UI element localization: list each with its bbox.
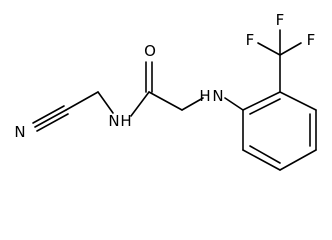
ch2-to-amine-n-bond — [181, 97, 204, 111]
ring-inner-double-bond-1 — [249, 98, 281, 115]
trifluoromethyl-group — [257, 29, 302, 93]
nitrile-triple-bond-1 — [32, 105, 65, 124]
amide-group — [130, 61, 204, 117]
ring-inner-double-bond-3 — [249, 145, 281, 164]
ring-bond-5 — [242, 149, 281, 171]
amide-n-to-carbonyl-bond — [130, 91, 150, 117]
carbonyl-to-ch2-bond — [148, 91, 183, 111]
ring-bond-2 — [279, 91, 317, 111]
amide-hydrogen-label: H — [120, 112, 131, 130]
nitrile-nitrogen-label: N — [14, 123, 25, 141]
cyanomethyl-bond — [65, 91, 99, 111]
ring-bond-1 — [242, 91, 281, 111]
carbonyl-oxygen-label: O — [144, 42, 156, 60]
amide-nitrogen-label: N — [108, 112, 119, 130]
cf3-to-f-right-bond — [279, 42, 302, 56]
fluorine-top-left-label: F — [246, 31, 255, 49]
ring-bond-4 — [279, 149, 317, 171]
fluorine-top-right-label: F — [276, 11, 285, 29]
fluorine-right-label: F — [307, 31, 316, 49]
nitrile-triple-bond-2 — [34, 109, 67, 128]
amine-n-to-ring-bond — [224, 97, 244, 111]
ch2-to-amide-n-bond — [97, 91, 114, 114]
aryl-ring — [224, 91, 317, 171]
cf3-to-f-left-bond — [257, 42, 281, 56]
nitrile-triple-bond-3 — [36, 113, 69, 132]
molecule-structure: N N H O H N F F F — [14, 11, 317, 171]
amine-nitrogen-label: N — [212, 87, 223, 105]
nitrile-group — [32, 91, 114, 132]
amine-hydrogen-label: H — [199, 87, 210, 105]
